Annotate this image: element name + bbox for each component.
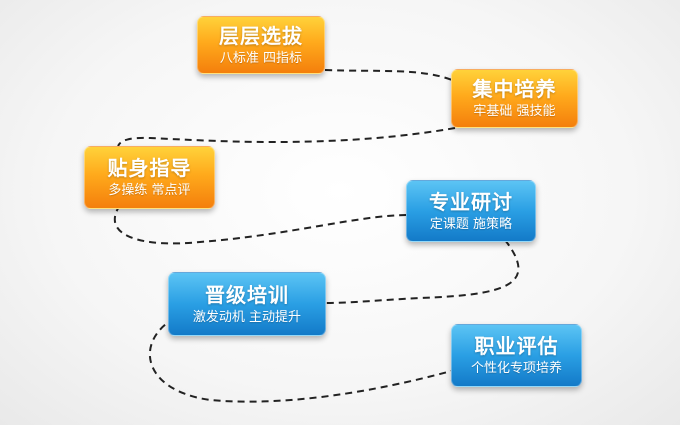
step-box-evaluation: 职业评估 个性化专项培养 bbox=[451, 324, 582, 387]
connector-2-3 bbox=[117, 127, 456, 147]
step-title: 层层选拔 bbox=[219, 23, 303, 48]
step-box-training: 集中培养 牢基础 强技能 bbox=[451, 69, 578, 128]
step-subtitle: 个性化专项培养 bbox=[470, 361, 562, 376]
step-subtitle: 牢基础 强技能 bbox=[473, 104, 556, 119]
connector-4-5 bbox=[325, 239, 520, 304]
step-title: 专业研讨 bbox=[429, 189, 513, 214]
step-subtitle: 八标准 四指标 bbox=[219, 50, 303, 66]
step-subtitle: 多操练 常点评 bbox=[108, 183, 191, 198]
step-title: 贴身指导 bbox=[107, 156, 192, 180]
step-box-coaching: 贴身指导 多操练 常点评 bbox=[84, 146, 215, 209]
step-subtitle: 定课题 施策略 bbox=[429, 216, 513, 232]
step-title: 集中培养 bbox=[472, 77, 557, 101]
connector-3-4 bbox=[113, 204, 409, 245]
step-title: 职业评估 bbox=[474, 334, 559, 358]
step-box-selection: 层层选拔 八标准 四指标 bbox=[197, 16, 325, 74]
step-box-promotion: 晋级培训 激发动机 主动提升 bbox=[168, 272, 326, 336]
connector-5-6 bbox=[148, 317, 456, 403]
connector-1-2 bbox=[324, 69, 453, 81]
step-box-seminar: 专业研讨 定课题 施策略 bbox=[406, 180, 536, 242]
step-subtitle: 激发动机 主动提升 bbox=[192, 309, 302, 325]
step-title: 晋级培训 bbox=[205, 282, 289, 307]
